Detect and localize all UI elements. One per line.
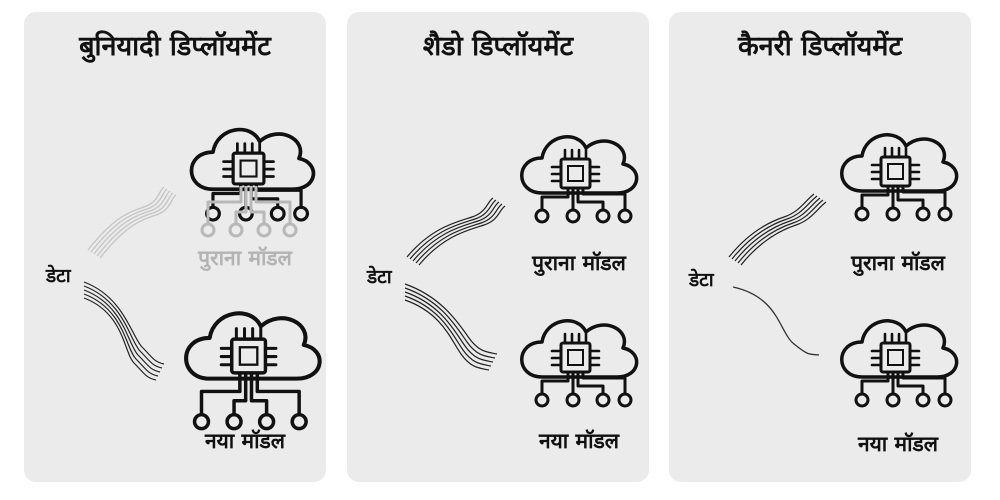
new-model-label: नया मॉडल — [538, 429, 620, 453]
panel-basic-deployment: बुनियादी डिप्लॉयमेंट डेटा — [24, 12, 326, 482]
diagram-shadow — [404, 135, 639, 408]
panel-title: शैडो डिप्लॉयमेंट — [422, 31, 574, 62]
data-stream-to-new-model-small — [732, 286, 820, 356]
old-model-icon — [520, 135, 639, 224]
old-model-icon — [840, 133, 959, 222]
data-stream-to-new-model — [404, 283, 498, 371]
data-stream-to-new-model — [83, 281, 165, 381]
diagram-canary — [728, 133, 959, 408]
data-stream-to-old-model — [406, 197, 506, 266]
new-model-label: नया मॉडल — [857, 432, 939, 456]
data-label: डेटा — [689, 269, 714, 291]
panel-title: कैनरी डिप्लॉयमेंट — [737, 31, 903, 62]
data-stream-to-old-model — [87, 186, 177, 259]
panel-shadow-deployment: शैडो डिप्लॉयमेंट डेटा पुराना मॉडल नया मॉ… — [347, 12, 649, 482]
data-stream-to-old-model — [728, 193, 827, 266]
old-model-label: पुराना मॉडल — [851, 251, 945, 275]
old-model-faded-network — [200, 186, 298, 238]
old-model-label: पुराना मॉडल — [532, 251, 626, 275]
data-label: डेटा — [367, 266, 392, 288]
new-model-label: नया मॉडल — [204, 429, 286, 453]
new-model-icon — [186, 313, 320, 428]
diagram-basic — [83, 127, 326, 482]
data-label: डेटा — [46, 265, 71, 287]
old-model-label: पुराना मॉडल — [198, 246, 292, 270]
new-model-icon — [840, 319, 959, 408]
panel-title: बुनियादी डिप्लॉयमेंट — [79, 31, 271, 62]
new-model-icon — [520, 319, 639, 408]
panel-canary-deployment: कैनरी डिप्लॉयमेंट डेटा पुराना मॉडल नया म… — [669, 12, 971, 482]
